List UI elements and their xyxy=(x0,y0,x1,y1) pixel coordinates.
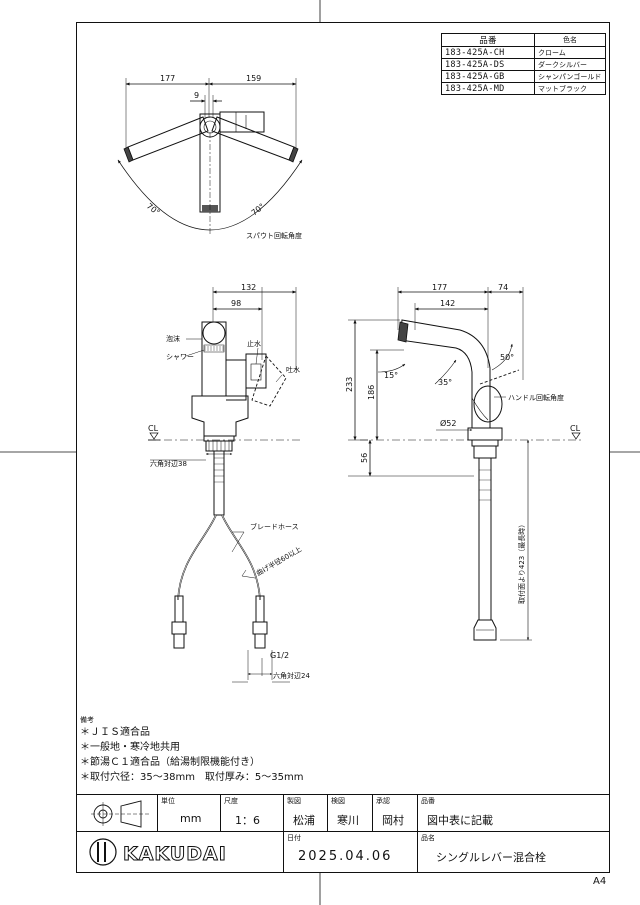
unit-value: mm xyxy=(180,812,202,825)
approved-cell: 承認 岡村 xyxy=(372,794,418,832)
angle-70-left: 70° xyxy=(145,201,162,217)
projection-symbol-icon xyxy=(91,800,151,828)
drawn-value: 松浦 xyxy=(293,814,315,827)
dim-186: 186 xyxy=(367,385,376,400)
label-install-length: 取付面より423（最長時） xyxy=(517,521,526,604)
spout-rotation-caption: スパウト回転角度 xyxy=(246,231,302,240)
note-item: ＊取付穴径：35～38mm 取付厚み：5～35mm xyxy=(80,772,304,783)
label-diameter-52: Ø52 xyxy=(440,418,456,428)
top-view xyxy=(117,78,303,236)
partno-cell: 品番 図中表に記載 xyxy=(417,794,610,832)
color-name: マットブラック xyxy=(534,82,606,95)
name-cell: 品名 シングルレバー混合栓 xyxy=(417,831,610,873)
label-shower: シャワー xyxy=(166,353,194,361)
unit-label: 単位 xyxy=(161,797,175,805)
note-item: ＊ＪＩＳ適合品 xyxy=(80,727,150,738)
color-table: 品番 色名 183-425A-CH クローム 183-425A-DS ダークシル… xyxy=(441,33,606,95)
cl-label-front: CL xyxy=(148,424,159,433)
angle-70-right: 70° xyxy=(250,202,267,218)
dim-142-side: 142 xyxy=(440,299,455,308)
note-item: ＊節湯Ｃ１適合品（給湯制限機能付き） xyxy=(80,757,260,768)
logo-cell: KAKUDAI xyxy=(76,831,284,873)
angle-50: 50° xyxy=(500,353,514,362)
angle-35: 35° xyxy=(438,378,452,387)
approved-value: 岡村 xyxy=(382,814,404,827)
dim-98: 98 xyxy=(231,299,241,308)
color-table-row: 183-425A-MD マットブラック xyxy=(441,82,606,95)
scale-value: 1：6 xyxy=(235,814,260,827)
front-view xyxy=(148,287,300,683)
name-value: シングルレバー混合栓 xyxy=(436,851,546,864)
drawn-label: 製図 xyxy=(287,797,301,805)
label-stop: 止水 xyxy=(247,339,261,348)
projection-symbol-cell xyxy=(76,794,158,832)
checked-label: 検図 xyxy=(331,797,345,805)
dim-132: 132 xyxy=(241,283,256,292)
label-spout: 吐水 xyxy=(286,365,300,374)
angle-15: 15° xyxy=(384,371,398,380)
dim-177-side: 177 xyxy=(432,283,447,292)
label-hex24: 六角対辺24 xyxy=(273,671,310,680)
scale-label: 尺度 xyxy=(224,797,238,805)
label-foam: 泡沫 xyxy=(166,334,180,343)
kakudai-logo: KAKUDAI xyxy=(89,838,227,866)
title-block: 単位 mm 尺度 1：6 製図 松浦 検図 寒川 承認 岡村 品番 図中表に記載… xyxy=(76,794,610,873)
label-bend-radius: 曲げ半径60以上 xyxy=(255,544,304,577)
paper-size: A4 xyxy=(593,876,607,887)
logo-text: KAKUDAI xyxy=(123,843,227,865)
dim-159-top: 159 xyxy=(246,74,261,83)
dim-177-top: 177 xyxy=(160,74,175,83)
label-braided-hose: ブレードホース xyxy=(250,522,299,531)
label-handle-rotation: ハンドル回転角度 xyxy=(508,393,564,402)
date-label: 日付 xyxy=(287,834,301,842)
scale-cell: 尺度 1：6 xyxy=(220,794,284,832)
checked-cell: 検図 寒川 xyxy=(327,794,373,832)
date-value: 2025.04.06 xyxy=(298,849,393,864)
checked-value: 寒川 xyxy=(337,814,359,827)
note-item: ＊一般地・寒冷地共用 xyxy=(80,742,180,753)
dim-56: 56 xyxy=(360,453,369,463)
date-cell: 日付 2025.04.06 xyxy=(283,831,418,873)
name-label: 品名 xyxy=(421,834,435,842)
dim-233: 233 xyxy=(345,377,354,392)
notes: 備考 ＊ＪＩＳ適合品 ＊一般地・寒冷地共用 ＊節湯Ｃ１適合品（給湯制限機能付き）… xyxy=(80,716,304,785)
label-g12: G1/2 xyxy=(270,651,289,660)
unit-cell: 単位 mm xyxy=(157,794,221,832)
notes-heading: 備考 xyxy=(80,716,94,724)
partno-label: 品番 xyxy=(421,797,435,805)
side-view xyxy=(348,287,582,641)
label-hex38: 六角対辺38 xyxy=(150,459,187,468)
cl-label-side: CL xyxy=(570,424,581,433)
dim-9-top: 9 xyxy=(194,91,199,100)
dim-74-side: 74 xyxy=(498,283,508,292)
approved-label: 承認 xyxy=(376,797,390,805)
drawn-cell: 製図 松浦 xyxy=(283,794,328,832)
partno-value: 図中表に記載 xyxy=(427,814,493,827)
